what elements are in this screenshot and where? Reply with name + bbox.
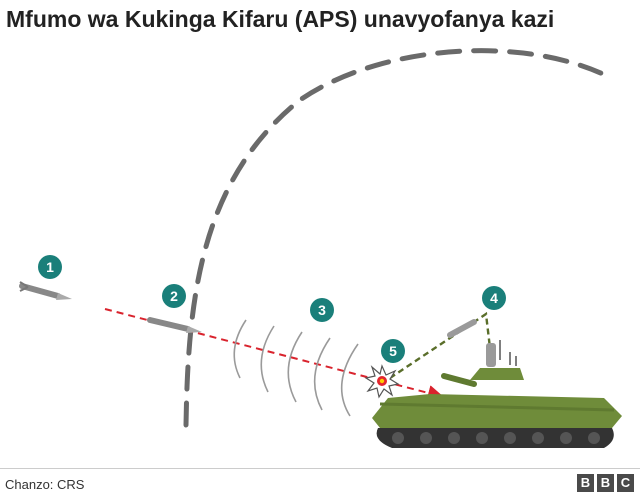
svg-text:4: 4 [490, 290, 498, 306]
marker-4: 4 [482, 286, 506, 310]
marker-1: 1 [38, 255, 62, 279]
marker-3: 3 [310, 298, 334, 322]
missile-trajectory-arc [183, 48, 608, 428]
tank [372, 340, 622, 448]
bbc-logo-letter: B [577, 474, 594, 492]
svg-text:2: 2 [170, 288, 178, 304]
bbc-logo-letter: C [617, 474, 634, 492]
footer-divider [0, 468, 640, 469]
radar-waves [233, 319, 359, 417]
countermeasure-path [389, 311, 494, 379]
projectile-1 [19, 281, 72, 300]
explosion-icon [364, 364, 400, 399]
marker-5: 5 [381, 339, 405, 363]
svg-text:3: 3 [318, 302, 326, 318]
bbc-logo-letter: B [597, 474, 614, 492]
svg-text:1: 1 [46, 259, 54, 275]
page-title: Mfumo wa Kukinga Kifaru (APS) unavyofany… [6, 6, 555, 32]
svg-text:5: 5 [389, 343, 397, 359]
projectile-2 [147, 317, 202, 333]
bbc-logo: B B C [577, 474, 634, 492]
countermeasure-projectile [447, 319, 477, 338]
source-credit: Chanzo: CRS [5, 477, 85, 492]
marker-2: 2 [162, 284, 186, 308]
